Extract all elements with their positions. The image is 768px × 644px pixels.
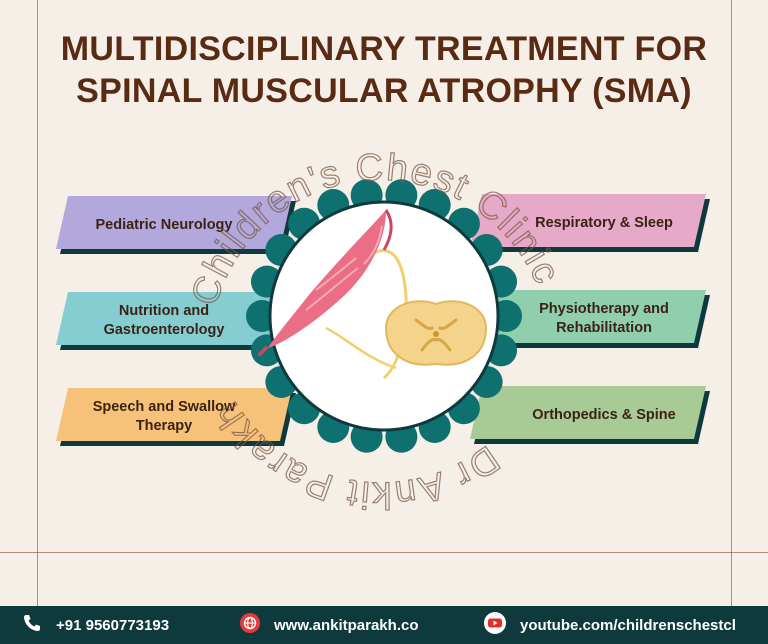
phone-icon [22,613,42,637]
footer-contact-bar: +91 9560773193 www.ankitparakh.co youtub… [0,606,768,644]
title-line-2: SPINAL MUSCULAR ATROPHY (SMA) [76,72,692,110]
title-line-1: MULTIDISCIPLINARY TREATMENT FOR [60,30,708,68]
footer-youtube-text: youtube.com/childrenschestcl [520,616,736,634]
guide-line-right [731,0,732,606]
band-pediatric-neurology: Pediatric Neurology [56,196,296,254]
spinal-cord-icon [384,300,488,366]
guide-line-horizontal [0,552,768,553]
youtube-icon [484,612,506,638]
globe-icon [240,613,260,637]
footer-phone-text: +91 9560773193 [56,616,170,634]
band-speech-swallow-therapy: Speech and Swallow Therapy [56,388,296,446]
footer-website-text: www.ankitparakh.co [274,616,419,634]
band-respiratory-sleep: Respiratory & Sleep [470,194,710,252]
footer-phone[interactable]: +91 9560773193 [22,606,169,644]
band-label: Nutrition and Gastroenterology [103,303,225,338]
band-label: Physiotherapy and Rehabilitation [539,301,669,336]
muscle-spinal-cord-illustration [246,178,522,454]
band-nutrition-gastroenterology: Nutrition and Gastroenterology [56,292,296,350]
page-title: MULTIDISCIPLINARY TREATMENT FOR SPINAL M… [60,28,708,112]
band-label: Respiratory & Sleep [535,214,673,231]
band-label: Pediatric Neurology [95,216,233,233]
footer-youtube[interactable]: youtube.com/childrenschestcl [484,606,736,644]
muscle-icon [258,209,393,356]
band-label: Speech and Swallow Therapy [92,399,236,434]
band-label: Orthopedics & Spine [532,406,676,423]
guide-line-left [37,0,38,606]
band-physiotherapy-rehabilitation: Physiotherapy and Rehabilitation [470,290,710,348]
band-orthopedics-spine: Orthopedics & Spine [470,386,710,444]
footer-website[interactable]: www.ankitparakh.co [240,606,419,644]
